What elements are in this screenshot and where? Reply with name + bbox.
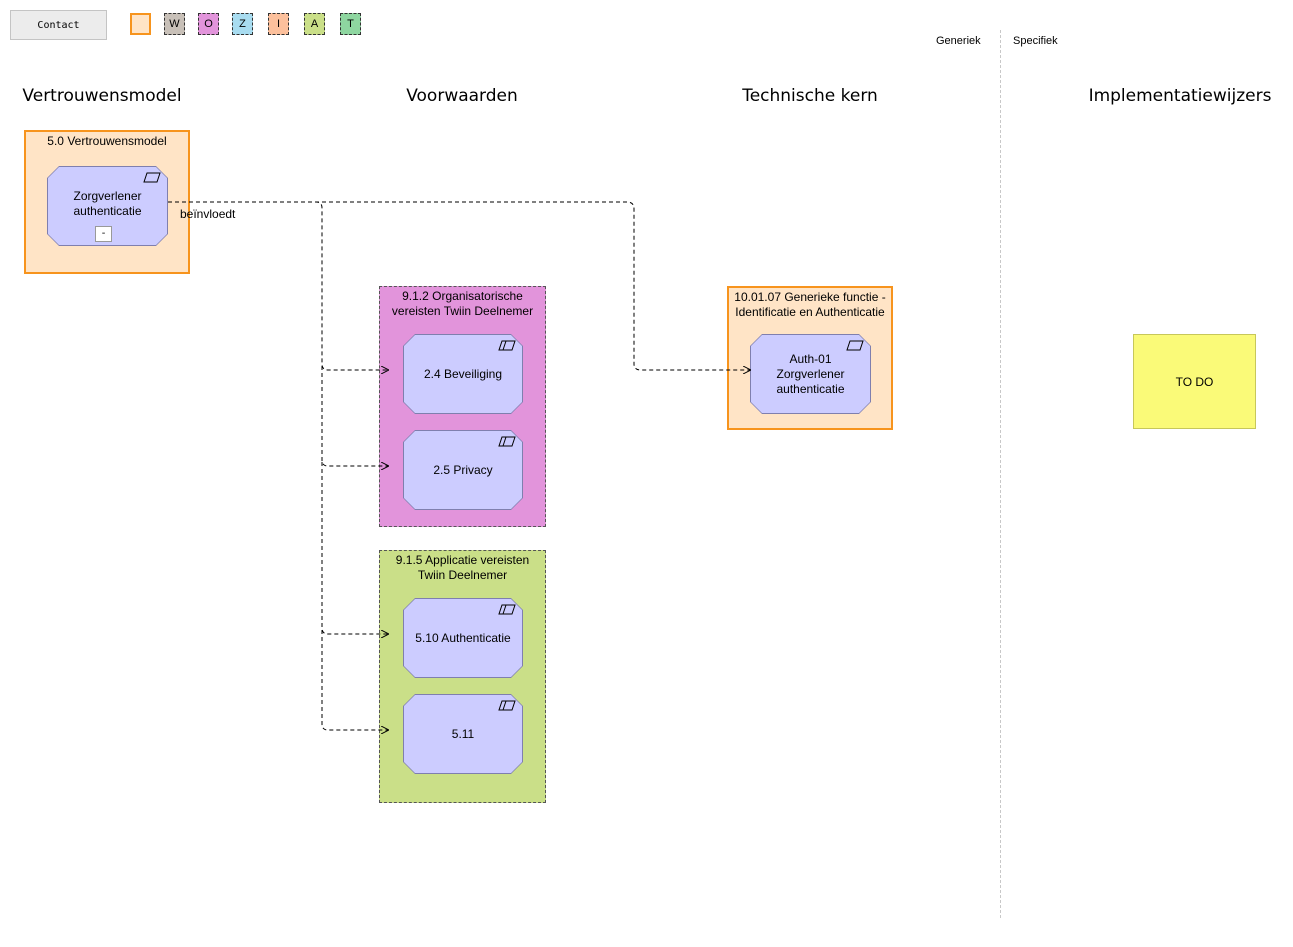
- legend-o[interactable]: O: [198, 13, 219, 35]
- collapse-marker[interactable]: -: [95, 226, 112, 242]
- node-5-11[interactable]: 5.11: [403, 694, 523, 774]
- node-beveiliging[interactable]: 2.4 Beveiliging: [403, 334, 523, 414]
- node-zorgverlener-authenticatie[interactable]: Zorgverlener authenticatie -: [47, 166, 168, 246]
- node-privacy[interactable]: 2.5 Privacy: [403, 430, 523, 510]
- legend-t[interactable]: T: [340, 13, 361, 35]
- node-label: 2.4 Beveiliging: [423, 366, 503, 381]
- edge-to-beveiliging: [168, 201, 388, 370]
- legend-i[interactable]: I: [268, 13, 289, 35]
- generic-specific-divider: [1000, 30, 1001, 918]
- legend-a[interactable]: A: [304, 13, 325, 35]
- heading-vertrouwensmodel: Vertrouwensmodel: [22, 86, 182, 106]
- node-auth-01[interactable]: Auth-01 Zorgverlener authenticatie: [750, 334, 871, 414]
- node-label: 5.11: [451, 726, 475, 741]
- legend-vertrouwensmodel[interactable]: [130, 13, 151, 35]
- node-label: 2.5 Privacy: [433, 462, 493, 477]
- edge-label-beinvloedt: beïnvloedt: [180, 207, 236, 221]
- requirement-icon: [498, 340, 516, 351]
- generiek-label: Generiek: [936, 35, 981, 47]
- group-title: 9.1.2 Organisatorische vereisten Twiin D…: [391, 289, 534, 318]
- requirement-icon: [498, 436, 516, 447]
- node-label: Zorgverlener authenticatie: [73, 189, 142, 218]
- requirement-icon: [498, 604, 516, 615]
- heading-voorwaarden: Voorwaarden: [406, 86, 518, 106]
- legend-w[interactable]: W: [164, 13, 185, 35]
- todo-note[interactable]: TO DO: [1133, 334, 1256, 429]
- legend-z[interactable]: Z: [232, 13, 253, 35]
- node-label: Auth-01 Zorgverlener authenticatie: [776, 351, 845, 396]
- heading-technische-kern: Technische kern: [742, 86, 878, 106]
- group-title: 10.01.07 Generieke functie - Identificat…: [734, 290, 886, 319]
- specifiek-label: Specifiek: [1013, 35, 1058, 47]
- group-title: 9.1.5 Applicatie vereisten Twiin Deelnem…: [395, 553, 530, 582]
- requirement-icon: [498, 700, 516, 711]
- requirement-icon: [846, 340, 864, 351]
- contact-button[interactable]: Contact: [10, 10, 107, 40]
- node-authenticatie[interactable]: 5.10 Authenticatie: [403, 598, 523, 678]
- heading-implementatiewijzers: Implementatiewijzers: [1088, 86, 1272, 106]
- group-title: 5.0 Vertrouwensmodel: [47, 134, 167, 148]
- requirement-icon: [143, 172, 161, 183]
- node-label: 5.10 Authenticatie: [415, 630, 511, 645]
